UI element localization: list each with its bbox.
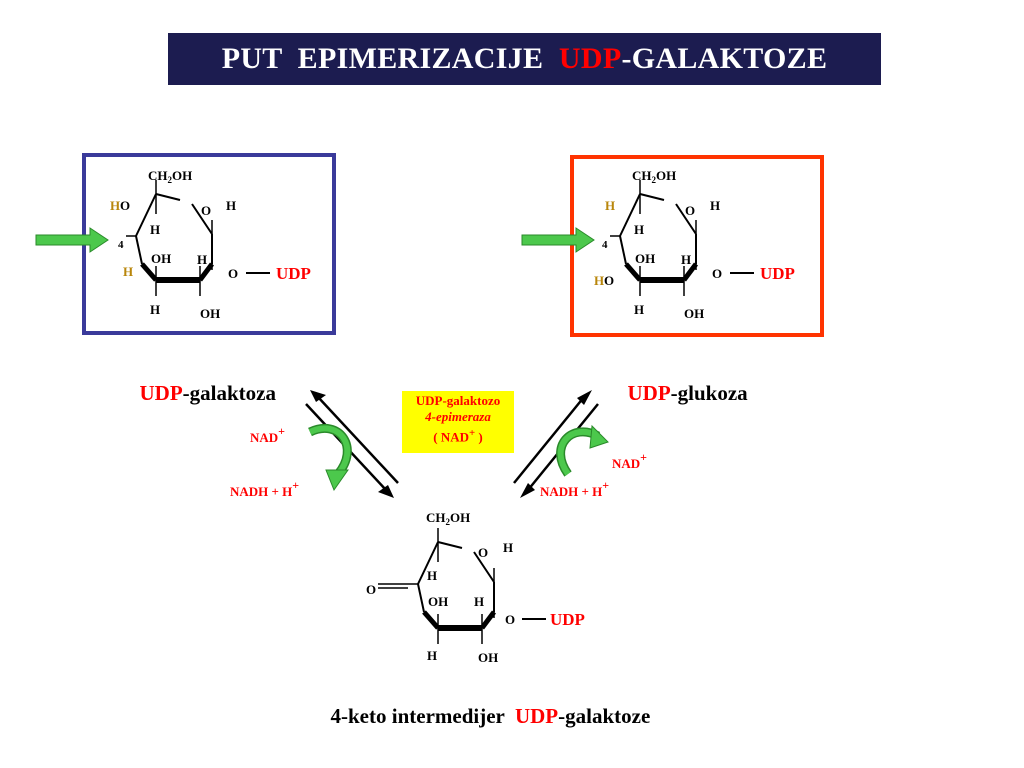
galactose-c4: 4 <box>118 239 124 251</box>
keto-ring-o: O <box>478 545 488 560</box>
keto-oh-c2: OH <box>478 650 498 665</box>
right-nadh-label: NADH + H+ <box>540 478 609 499</box>
glucose-udp: UDP <box>760 264 795 283</box>
glucose-h-c2: H <box>681 252 691 267</box>
glucose-ch2oh: CH2OH <box>632 168 676 185</box>
keto-udp: UDP <box>550 610 585 629</box>
galactose-oh-c2: OH <box>200 306 220 321</box>
title-suffix: -GALAKTOZE <box>621 42 828 75</box>
keto-oh-c3: OH <box>428 594 448 609</box>
enzyme-line1: UDP-galaktozo <box>415 393 501 408</box>
galactose-h-c5: H <box>150 222 160 237</box>
left-equilibrium-arrow <box>305 390 399 498</box>
left-cofactor-arrow <box>308 425 351 476</box>
glucose-caption-udp: UDP <box>627 381 671 405</box>
galactose-caption-suffix: -galaktoza <box>182 381 276 405</box>
keto-caption-prefix: 4-keto intermedijer <box>330 704 515 728</box>
galactose-ring-o: O <box>201 203 211 218</box>
galactose-oh-c3: OH <box>151 251 171 266</box>
glucose-oh-c2: OH <box>684 306 704 321</box>
enzyme-line2: 4-epimeraza <box>425 409 491 424</box>
galactose-h-c2: H <box>197 252 207 267</box>
keto-h-c3-low: H <box>427 648 437 663</box>
glucose-h-c1: H <box>710 198 720 213</box>
keto-h-c5: H <box>427 568 437 583</box>
enzyme-line3: ( NAD+ ) <box>433 427 483 445</box>
galactose-ho-o: O <box>120 198 130 213</box>
right-cofactor-arrow <box>557 428 600 476</box>
glucose-c4: 4 <box>602 239 608 251</box>
keto-caption-suffix: -galaktoze <box>558 704 651 728</box>
galactose-h-c4: H <box>123 264 133 279</box>
right-nad-label: NAD+ <box>612 450 647 471</box>
keto-o-link: O <box>505 612 515 627</box>
glucose-h-c3-low: H <box>634 302 644 317</box>
glucose-caption: UDP-glukoza <box>617 356 748 406</box>
glucose-structure: CH2OH H O H H 4 OH H H O O UDP H OH <box>594 168 795 321</box>
left-nad-label: NAD+ <box>250 424 285 445</box>
galactose-o-link: O <box>228 266 238 281</box>
title-banner: PUT EPIMERIZACIJE UDP-GALAKTOZE <box>168 33 881 85</box>
galactose-ch2oh: CH2OH <box>148 168 192 185</box>
glucose-ring-o: O <box>685 203 695 218</box>
galactose-ho-h: H <box>110 198 120 213</box>
keto-structure: CH2OH O H H O OH H O UDP H OH <box>366 510 585 665</box>
title-prefix: PUT EPIMERIZACIJE <box>221 42 559 75</box>
left-nadh-label: NADH + H+ <box>230 478 299 499</box>
galactose-udp: UDP <box>276 264 311 283</box>
glucose-c4-pointer-arrow <box>521 227 595 253</box>
glucose-h-c4: H <box>605 198 615 213</box>
keto-caption-udp: UDP <box>514 704 559 728</box>
galactose-structure: CH2OH H O O H H 4 OH H H O UDP H OH <box>110 168 311 321</box>
glucose-caption-suffix: -glukoza <box>670 381 748 405</box>
right-equilibrium-arrow <box>513 390 599 498</box>
glucose-oh-c3: OH <box>635 251 655 266</box>
glucose-ho-h: H <box>594 273 604 288</box>
keto-ch2oh: CH2OH <box>426 510 470 527</box>
title-udp: UDP <box>558 42 622 75</box>
keto-h-c1: H <box>503 540 513 555</box>
glucose-o-link: O <box>712 266 722 281</box>
galactose-c4-pointer-arrow <box>35 227 109 253</box>
keto-o: O <box>366 582 376 597</box>
keto-caption: 4-keto intermedijer UDP-galaktoze <box>320 679 651 729</box>
right-cofactor-arrowhead <box>589 424 609 449</box>
galactose-caption-udp: UDP <box>139 381 183 405</box>
glucose-h-c5: H <box>634 222 644 237</box>
glucose-frame <box>570 155 824 337</box>
glucose-ho-o: O <box>604 273 614 288</box>
galactose-h-c3-low: H <box>150 302 160 317</box>
left-cofactor-arrowhead <box>325 469 349 492</box>
keto-h-c2: H <box>474 594 484 609</box>
enzyme-label-box: UDP-galaktozo 4-epimeraza ( NAD+ ) <box>402 391 514 453</box>
galactose-h-c1: H <box>226 198 236 213</box>
galactose-caption: UDP-galaktoza <box>129 356 277 406</box>
